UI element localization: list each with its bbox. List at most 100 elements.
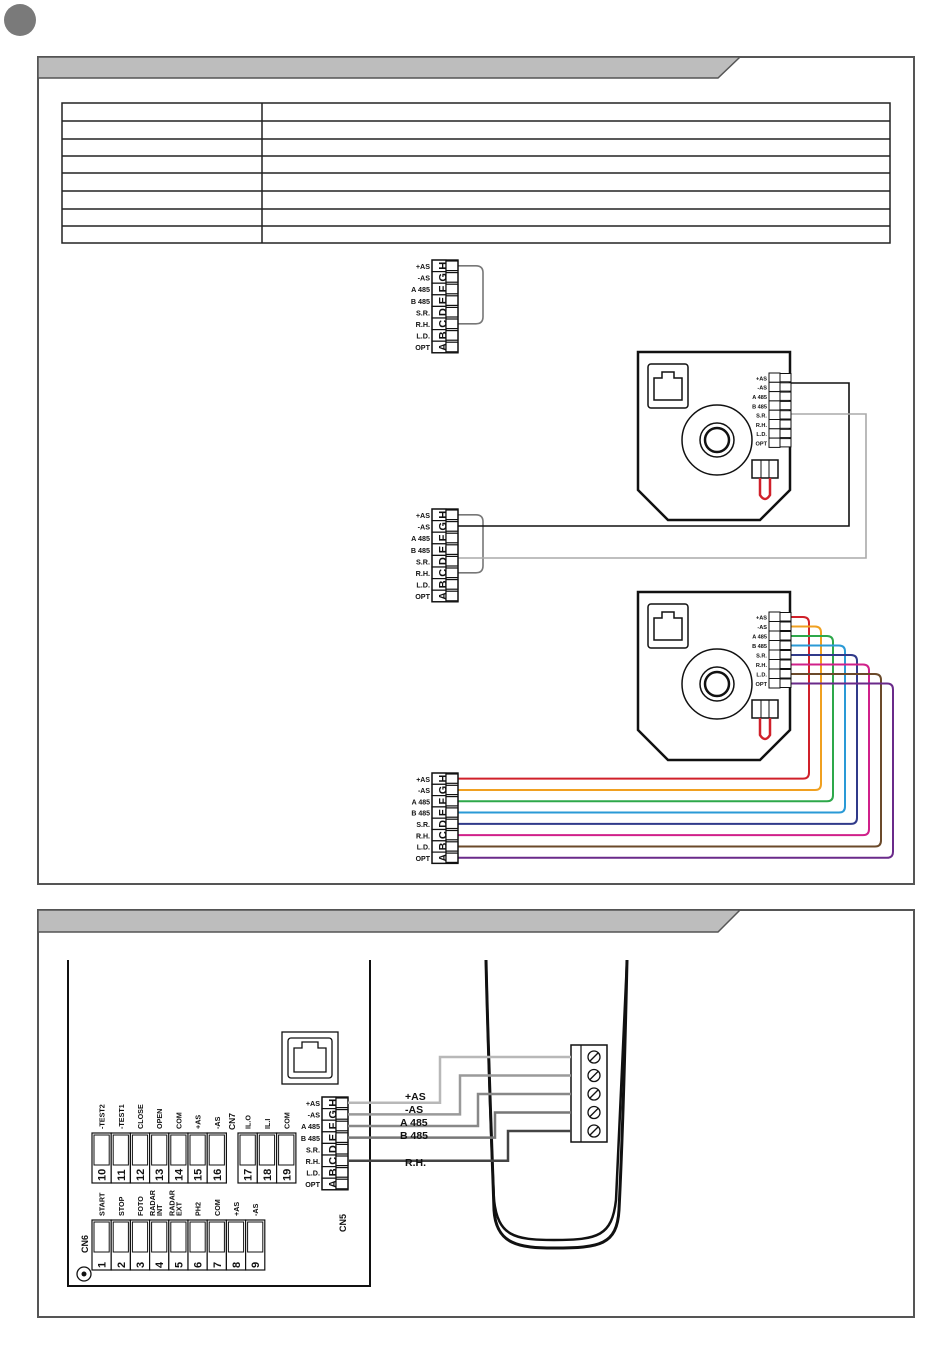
- block-1-pin-letter: D: [437, 308, 449, 316]
- board-to-device-wire: [348, 1055, 571, 1105]
- block-3-pin-label: B 485: [411, 811, 430, 818]
- cn6-row-label: COM: [213, 1199, 222, 1216]
- cn6-row-screw: [247, 1221, 264, 1253]
- device-1-strip-label: A 485: [752, 395, 767, 401]
- cn7-row-number: 19: [281, 1169, 293, 1181]
- device-1-ground-wire: [458, 382, 850, 527]
- device-1-rj-port: [653, 371, 683, 401]
- screw-slot: [589, 1126, 599, 1136]
- block-2-screw-terminal: [445, 520, 459, 532]
- device-screw-terminal-strip: [570, 1044, 608, 1143]
- block-3-pin-letter: E: [437, 809, 449, 816]
- block-2-pin-letter: H: [437, 511, 449, 519]
- screw-slot: [589, 1071, 599, 1080]
- device-2-strip-label: A 485: [752, 635, 767, 641]
- cn5-screw-terminal: [335, 1097, 349, 1109]
- block-1-screw-terminal: [445, 330, 459, 341]
- cn5-screw-terminal: [335, 1132, 349, 1144]
- device-2-wire-D: [458, 654, 858, 825]
- device-1-strip-label: R.H.: [756, 423, 768, 429]
- block-1-screw-terminal: [445, 260, 459, 272]
- device-1-strip-screw: [779, 438, 792, 448]
- block-1-pin-label: L.D.: [416, 332, 430, 341]
- block-1-screw-terminal: [445, 283, 459, 295]
- device-2-wire-G: [458, 625, 822, 791]
- block-1-pin-label: A 485: [411, 285, 430, 294]
- empty-table: [61, 102, 891, 244]
- device-1-strip-label: -AS: [757, 386, 767, 392]
- cn5-pin-letter: F: [327, 1122, 339, 1129]
- cn6-row-screw: [151, 1221, 168, 1253]
- cn6-row-number: 9: [250, 1262, 262, 1268]
- cn6-mounting-hole: [76, 1266, 92, 1282]
- device-2-strip-label: S.R.: [756, 654, 767, 660]
- block-3-pin-label: OPT: [416, 856, 431, 863]
- cn7-top-row-label: CLOSE: [136, 1104, 145, 1129]
- cn6-row-label: STOP: [117, 1196, 126, 1216]
- cn5-screw-terminal: [335, 1120, 349, 1132]
- device-2-strip-label: OPT: [756, 682, 768, 688]
- block-2-screw-terminal: [445, 578, 459, 590]
- block-2-block-outline: [431, 508, 459, 603]
- cn7-top-row-screw: [112, 1134, 129, 1166]
- device-1-strip-screw: [779, 382, 792, 392]
- cn5-pin-letter: A: [327, 1180, 339, 1188]
- block-2-pin-letter: D: [437, 557, 449, 565]
- cn5-pin-letter: G: [327, 1110, 339, 1119]
- cn6-row-number: 3: [135, 1262, 147, 1268]
- device-2-strip-label: L.D.: [756, 673, 767, 679]
- panel-2-header-bar: [37, 909, 742, 933]
- cn6-row-label: +AS: [232, 1202, 241, 1216]
- block-3-screw-terminal: [445, 784, 459, 796]
- cn7-row-number: 17: [243, 1169, 255, 1181]
- block-1-block-outline: [431, 259, 459, 354]
- wire-label: B 485: [400, 1130, 428, 1142]
- board-to-device-wire: [348, 1074, 571, 1116]
- block-1-pin-label: +AS: [416, 262, 430, 271]
- block-3-screw-terminal: [445, 841, 459, 852]
- cn6-name: CN6: [80, 1235, 90, 1253]
- device-1-lens-inner: [703, 426, 731, 454]
- cn6-row-label: PH2: [194, 1202, 203, 1216]
- device-2-wire-E: [458, 644, 846, 814]
- cn5-pin-label: R.H.: [306, 1157, 320, 1166]
- device-2-wire-B: [458, 673, 882, 848]
- device-2-wire-F: [458, 635, 834, 803]
- cn6-row-screw: [131, 1221, 149, 1253]
- cn6-row-screw: [189, 1221, 206, 1253]
- block-3-pin-label: S.R.: [416, 822, 430, 829]
- cn7-top-row-screw: [170, 1134, 187, 1166]
- cn7-row-label: IL.I: [263, 1119, 272, 1129]
- cn6-row-label: INT: [155, 1204, 164, 1216]
- device-2-strip-screw: [779, 631, 792, 641]
- device-2-strip-screw: [779, 678, 792, 688]
- device-1-strip-cell: [768, 400, 781, 411]
- cn6-row-screw: [170, 1221, 187, 1253]
- page-marker-dot: [4, 4, 36, 36]
- cn6-row-screw: [93, 1221, 110, 1253]
- cn5-screw-terminal: [335, 1155, 349, 1167]
- cn6-row-number: 6: [193, 1262, 205, 1268]
- device-1-strip-label: OPT: [756, 442, 768, 448]
- block-1-pin-letter: G: [437, 273, 449, 282]
- cn7-top-row-number: 12: [135, 1169, 147, 1181]
- device-1-strip-screw: [779, 410, 792, 420]
- cn5-pin-letter: C: [327, 1157, 339, 1165]
- device-2-small-connector: [751, 699, 779, 719]
- device-1-signal-wire: [458, 413, 867, 559]
- cn7-top-row-label: +AS: [194, 1115, 203, 1129]
- device-1-strip-cell: [768, 381, 781, 393]
- board-to-device-wire: [348, 1111, 571, 1139]
- block-1-screw-terminal: [445, 272, 459, 283]
- cn7-top-row: 10-TEST211-TEST112CLOSE13OPEN14COM15+AS1…: [91, 1104, 227, 1184]
- device-1-strip-screw: [779, 428, 792, 439]
